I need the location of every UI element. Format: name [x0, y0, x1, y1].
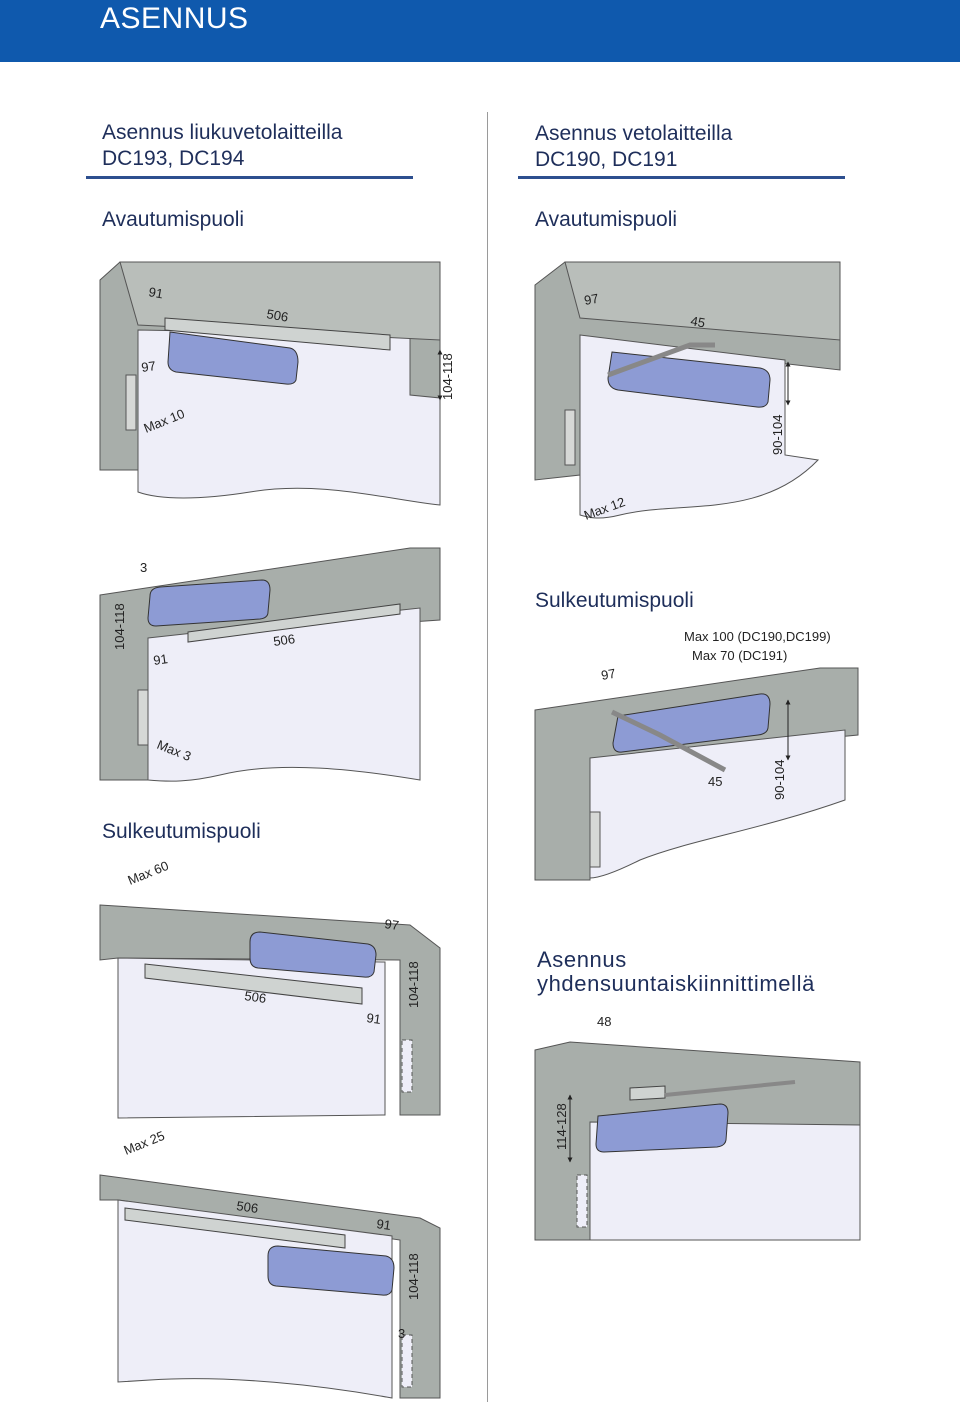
dim-label: 45 [708, 774, 722, 789]
hidden-hinge [576, 1174, 588, 1228]
door-closer-body [612, 693, 771, 753]
bracket-section-title: Asennus yhdensuuntaiskiinnittimellä [537, 948, 815, 996]
door-leaf [589, 1121, 861, 1241]
right-figure-1: 97 45 90-104 Max 12 [534, 261, 841, 523]
dim-label: 506 [272, 631, 296, 649]
right-title-line2: DC190, DC191 [535, 148, 678, 171]
door-closer-body [147, 579, 271, 627]
left-section-title: Asennus liukuvetolaitteilla DC193, DC194 [102, 120, 342, 172]
slide-rail [144, 963, 363, 1005]
dim-label: 97 [600, 666, 617, 683]
hinge [125, 374, 137, 431]
dim-label: Max 60 [126, 858, 171, 888]
right-closing-label: Sulkeutumispuoli [535, 589, 694, 612]
hinge [564, 409, 576, 466]
right-figure-2: Max 100 (DC190,DC199) Max 70 (DC191) 97 … [534, 629, 859, 881]
dim-label: Max 100 (DC190,DC199) [684, 629, 831, 644]
dim-label: 91 [152, 651, 168, 668]
closer-arm [610, 709, 727, 773]
header-banner: ASENNUS [0, 0, 960, 62]
left-title-line1: Asennus liukuvetolaitteilla [102, 121, 343, 144]
door-closer-body [249, 931, 377, 978]
right-opening-label: Avautumispuoli [535, 208, 678, 231]
right-section-title: Asennus vetolaitteilla DC190, DC191 [535, 121, 732, 173]
dim-label: 90-104 [770, 415, 785, 455]
dim-label: 114-128 [554, 1103, 569, 1150]
door-leaf [147, 607, 421, 782]
dim-label: 48 [597, 1014, 611, 1029]
slide-rail [187, 603, 401, 643]
hidden-hinge [401, 1039, 413, 1093]
hinge [589, 811, 601, 868]
door-closer-body [167, 331, 299, 385]
dim-label: 91 [147, 284, 164, 301]
dim-label: 45 [689, 313, 706, 330]
lintel [564, 261, 841, 341]
right-figure-3: 48 114-128 [534, 1014, 861, 1241]
dim-label: 90-104 [772, 760, 787, 800]
right-title-line1: Asennus vetolaitteilla [535, 122, 733, 145]
left-title-line2: DC193, DC194 [102, 147, 245, 170]
slide-rail [164, 317, 391, 351]
slide-rail [124, 1207, 346, 1249]
dim-label: 104-118 [406, 1253, 421, 1300]
dim-label: 97 [140, 358, 156, 375]
right-title-rule [518, 176, 845, 179]
left-figure-1: 91 506 97 104-118 Max 10 [99, 261, 455, 506]
door-leaf [589, 729, 846, 879]
dim-label: Max 70 (DC191) [692, 648, 787, 663]
left-figure-4: Max 25 506 91 104-118 3 [99, 1128, 441, 1399]
door-closer-body [607, 351, 771, 408]
left-closing-label: Sulkeutumispuoli [102, 820, 261, 843]
bracket-title-line2: yhdensuuntaiskiinnittimellä [537, 971, 815, 996]
dim-label: 104-118 [440, 353, 455, 400]
dim-label: 91 [366, 1010, 382, 1027]
dim-label: Max 25 [122, 1128, 167, 1158]
dim-label: 97 [384, 916, 400, 933]
left-opening-label: Avautumispuoli [102, 208, 245, 231]
bracket-title-line1: Asennus [537, 947, 627, 972]
hinge [137, 689, 149, 746]
hidden-hinge [401, 1334, 413, 1388]
dim-label: 3 [398, 1326, 405, 1341]
dim-label: 97 [583, 291, 600, 308]
dim-label: 3 [140, 560, 147, 575]
closer-arm [664, 1080, 796, 1097]
dim-label: 506 [244, 988, 268, 1006]
closer-arm [607, 342, 715, 378]
door-leaf [117, 1199, 393, 1399]
parallel-bracket [629, 1085, 666, 1101]
dim-label: 104-118 [112, 603, 127, 650]
dim-label: 506 [236, 1198, 260, 1216]
left-title-rule [86, 176, 413, 179]
left-figure-3: Max 60 97 506 91 104-118 [99, 858, 441, 1119]
door-closer-body [267, 1245, 395, 1296]
door-closer-body [595, 1103, 729, 1153]
dim-label: 506 [265, 306, 289, 325]
left-figure-2: 3 104-118 91 506 Max 3 [99, 547, 441, 782]
dim-label: 91 [376, 1216, 392, 1233]
dim-label: 104-118 [406, 961, 421, 1008]
page-title: ASENNUS [100, 2, 249, 35]
column-divider [487, 112, 488, 1402]
